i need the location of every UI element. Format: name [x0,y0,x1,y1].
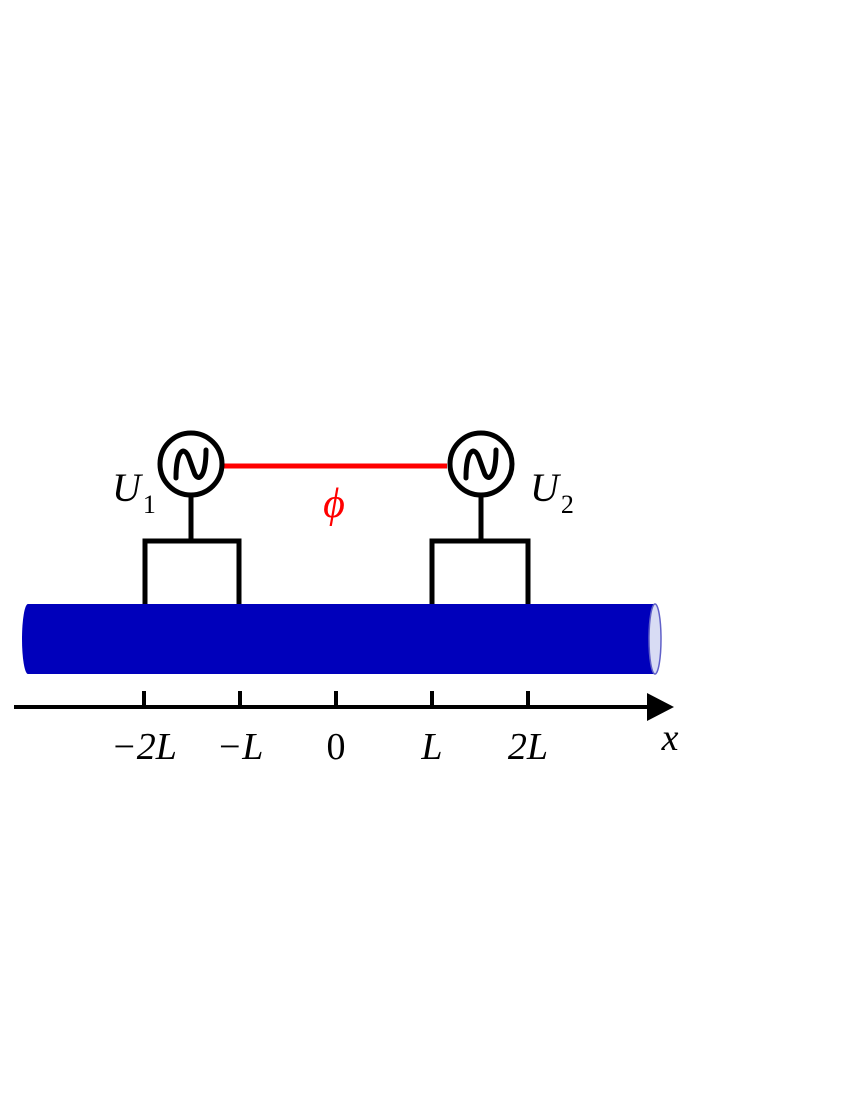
phase-label: ϕ [323,481,345,527]
cable [22,603,662,675]
electrode-2 [429,497,531,604]
source-1-symbol: U [112,465,144,510]
x-axis-tick-label: −2L [111,726,177,768]
x-axis-arrowhead [647,693,674,721]
x-axis-tick-label: L [420,726,442,768]
source-2-symbol: U [530,465,562,510]
electrode-1 [142,497,242,604]
source-1-sine-icon [173,447,209,481]
ac-source-icon [447,430,515,498]
electrode-1-bracket [142,538,242,604]
cable-right-end [648,603,662,675]
source-2-sine-icon [463,447,499,481]
electrode-2-bracket [429,538,531,604]
source-1-subscript: 1 [143,490,156,519]
x-axis-tick-label: 0 [327,726,346,768]
x-axis-label: x [661,717,679,759]
x-axis-tick-label: −L [217,726,264,768]
ac-source-icon [157,430,225,498]
cable-left-end [22,604,34,674]
source-1-label: U1 [112,465,156,519]
source-2-subscript: 2 [561,490,574,519]
cable-body [28,604,656,674]
source-2-label: U2 [530,465,574,519]
x-axis: −2L −L 0 L 2L x [14,691,679,768]
x-axis-ticks: −2L −L 0 L 2L [111,691,548,768]
x-axis-tick-label: 2L [508,726,548,768]
